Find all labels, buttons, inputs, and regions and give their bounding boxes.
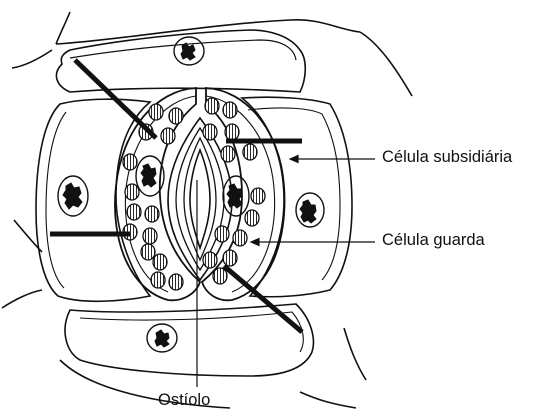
label-ostiole: Ostíolo [158, 392, 210, 409]
nucleus-right-guard [223, 176, 249, 216]
marker-bar-top-left [75, 60, 156, 138]
nucleus-right [296, 193, 324, 227]
right-guard-cell [202, 88, 285, 300]
epidermal-cell-walls [2, 12, 412, 408]
label-subsidiary-cell: Célula subsidiária [382, 149, 512, 166]
nucleus-bottom [147, 324, 177, 352]
nucleus-top [174, 37, 204, 65]
bottom-epidermal-cell [65, 304, 313, 376]
nucleus-left [58, 176, 88, 216]
label-guard-cell: Célula guarda [382, 232, 485, 249]
arrow-guard-icon [251, 239, 259, 246]
arrow-subsidiary-icon [290, 156, 298, 163]
